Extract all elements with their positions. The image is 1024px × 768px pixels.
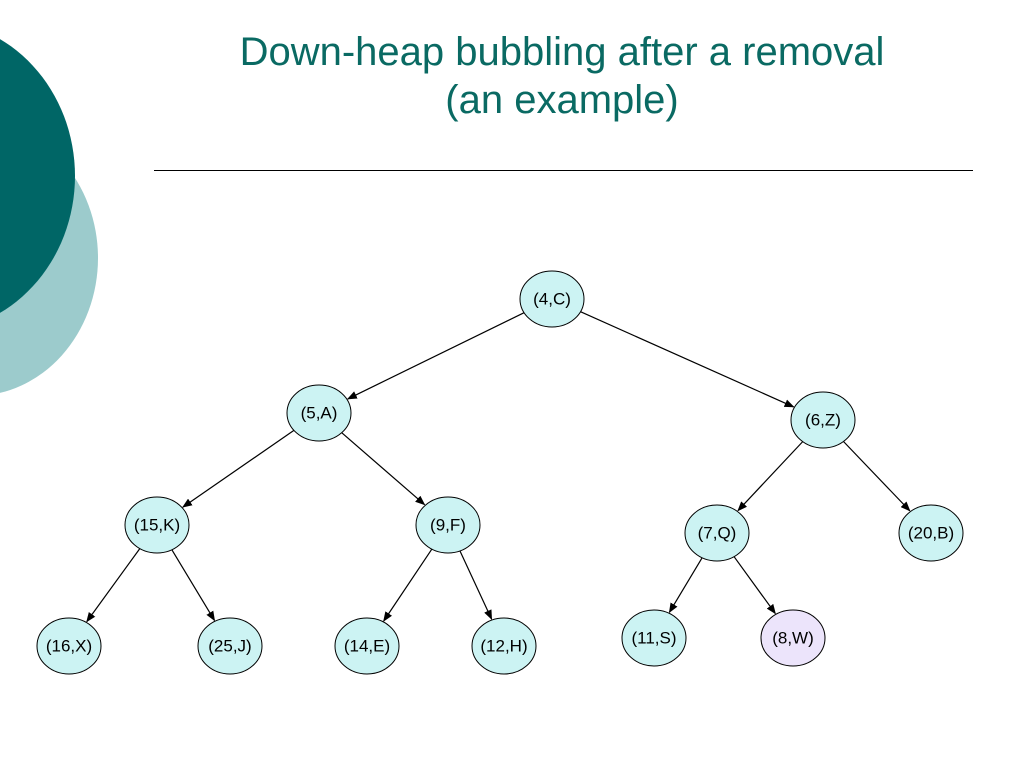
title-line-2: (an example) <box>445 78 679 122</box>
heap-node-circle <box>898 504 964 562</box>
heap-node-8-w: (8,W) <box>760 609 826 667</box>
heap-node-16-x: (16,X) <box>36 617 102 675</box>
heap-node-label: (20,B) <box>908 524 954 543</box>
heap-node-circle <box>519 270 585 328</box>
heap-node-circle <box>197 617 263 675</box>
heap-node-label: (4,C) <box>533 290 571 309</box>
heap-node-12-h: (12,H) <box>471 617 537 675</box>
heap-node-circle <box>790 391 856 449</box>
heap-node-circle <box>621 609 687 667</box>
tree-nodes: (4,C) (5,A) (6,Z) (15,K) (9,F) (7,Q) (20,B) (16… <box>36 270 964 675</box>
heap-node-label: (15,K) <box>134 516 180 535</box>
heap-node-circle <box>286 384 352 442</box>
heap-node-circle <box>684 504 750 562</box>
edge-n-6-z-to-n-7-q <box>737 441 804 512</box>
heap-node-5-a: (5,A) <box>286 384 352 442</box>
edge-n-6-z-to-n-20-b <box>843 441 911 512</box>
heap-node-label: (9,F) <box>430 516 466 535</box>
heap-node-circle <box>36 617 102 675</box>
heap-node-label: (14,E) <box>344 637 390 656</box>
edge-n-5-a-to-n-9-f <box>341 432 426 506</box>
heap-node-15-k: (15,K) <box>124 496 190 554</box>
heap-node-7-q: (7,Q) <box>684 504 750 562</box>
heap-node-11-s: (11,S) <box>621 609 687 667</box>
heap-node-circle <box>415 496 481 554</box>
title-divider <box>154 170 973 171</box>
edge-n-7-q-to-n-8-w <box>733 556 776 615</box>
heap-node-4-c: (4,C) <box>519 270 585 328</box>
heap-node-label: (16,X) <box>46 637 92 656</box>
edge-n-7-q-to-n-11-s <box>668 557 703 614</box>
edge-n-4-c-to-n-6-z <box>580 311 795 408</box>
edge-n-15-k-to-n-25-j <box>171 549 216 622</box>
heap-node-14-e: (14,E) <box>334 617 400 675</box>
heap-node-circle <box>124 496 190 554</box>
edge-n-4-c-to-n-5-a <box>346 312 525 400</box>
heap-node-label: (7,Q) <box>698 524 737 543</box>
edge-n-9-f-to-n-14-e <box>383 548 433 622</box>
heap-node-label: (12,H) <box>480 637 527 656</box>
tree-edges <box>86 311 911 623</box>
heap-node-circle <box>760 609 826 667</box>
heap-node-label: (8,W) <box>772 629 814 648</box>
edge-n-15-k-to-n-16-x <box>86 548 141 623</box>
heap-node-6-z: (6,Z) <box>790 391 856 449</box>
heap-node-25-j: (25,J) <box>197 617 263 675</box>
heap-node-circle <box>334 617 400 675</box>
edge-n-5-a-to-n-15-k <box>182 429 295 508</box>
heap-node-20-b: (20,B) <box>898 504 964 562</box>
title-line-1: Down-heap bubbling after a removal <box>239 30 885 74</box>
heap-node-label: (11,S) <box>631 629 676 648</box>
heap-node-9-f: (9,F) <box>415 496 481 554</box>
slide-title: Down-heap bubbling after a removal (an e… <box>150 28 974 124</box>
edge-n-9-f-to-n-12-h <box>459 550 493 621</box>
heap-node-label: (25,J) <box>208 637 251 656</box>
heap-node-circle <box>471 617 537 675</box>
heap-node-label: (5,A) <box>301 404 338 423</box>
heap-node-label: (6,Z) <box>805 411 841 430</box>
